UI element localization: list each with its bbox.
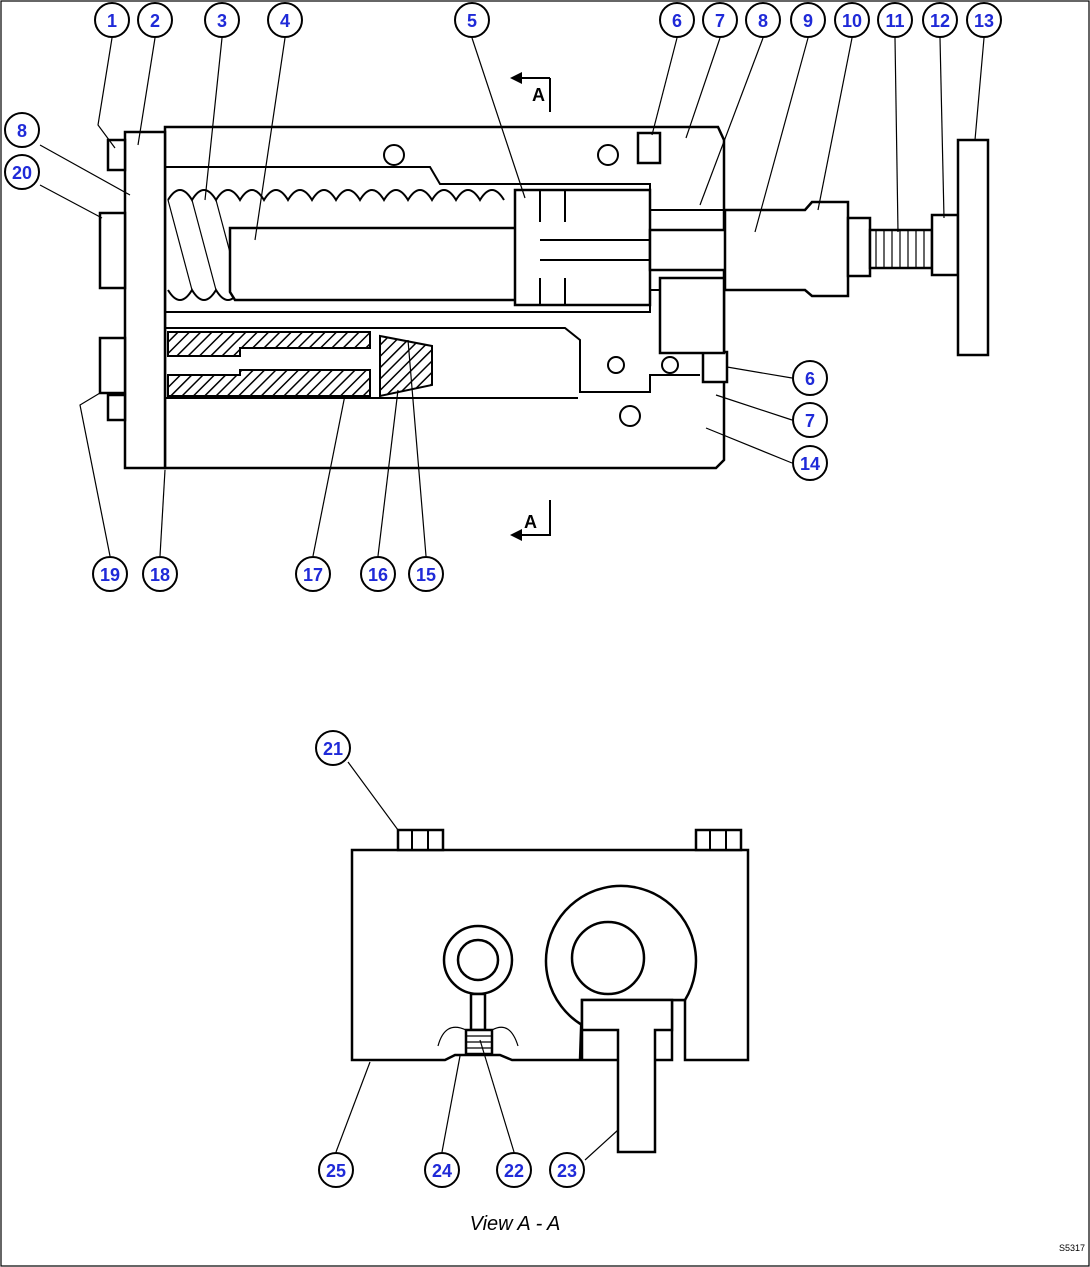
callout-bubble[interactable]: [315, 730, 351, 766]
callout-bubble[interactable]: [92, 556, 128, 592]
callout-bubble[interactable]: [295, 556, 331, 592]
poppet: [379, 334, 433, 398]
callout-7[interactable]: 7: [792, 402, 828, 438]
callout-5[interactable]: 5: [454, 2, 490, 38]
section-arrow-top: A: [510, 72, 551, 112]
threaded-rod: [868, 228, 934, 270]
piston: [513, 188, 652, 307]
drawing-number: S5317: [1059, 1243, 1085, 1253]
callout-8[interactable]: 8: [4, 112, 40, 148]
callout-bubble[interactable]: [94, 2, 130, 38]
callout-19[interactable]: 19: [92, 556, 128, 592]
leader-lines-bottom: [335, 761, 619, 1161]
eye-hole: [456, 938, 500, 982]
callout-17[interactable]: 17: [295, 556, 331, 592]
callout-bubble[interactable]: [834, 2, 870, 38]
callout-bubble[interactable]: [204, 2, 240, 38]
plug-top: [636, 131, 662, 165]
callout-bubble[interactable]: [659, 2, 695, 38]
plate-tab-bottom: [106, 393, 127, 422]
callout-10[interactable]: 10: [834, 2, 870, 38]
callout-13[interactable]: 13: [966, 2, 1002, 38]
callout-bubble[interactable]: [792, 445, 828, 481]
callout-16[interactable]: 16: [360, 556, 396, 592]
callout-25[interactable]: 25: [318, 1152, 354, 1188]
callout-bubble[interactable]: [496, 1152, 532, 1188]
callout-7[interactable]: 7: [702, 2, 738, 38]
callout-11[interactable]: 11: [877, 2, 913, 38]
callout-bubble[interactable]: [790, 2, 826, 38]
callout-bubble[interactable]: [137, 2, 173, 38]
callout-6[interactable]: 6: [659, 2, 695, 38]
callout-bubble[interactable]: [4, 112, 40, 148]
section-label-top: A: [532, 85, 545, 105]
plate-tab-top: [106, 138, 127, 172]
handle: [956, 138, 990, 357]
callout-21[interactable]: 21: [315, 730, 351, 766]
bolt-head: [98, 336, 127, 395]
callout-4[interactable]: 4: [267, 2, 303, 38]
callout-23[interactable]: 23: [549, 1152, 585, 1188]
callout-14[interactable]: 14: [792, 445, 828, 481]
check-chamber: [658, 276, 726, 355]
callout-bubble[interactable]: [922, 2, 958, 38]
lock-nut: [846, 216, 872, 278]
section-view-a-a: [350, 828, 750, 1154]
callout-24[interactable]: 24: [424, 1152, 460, 1188]
callout-8[interactable]: 8: [745, 2, 781, 38]
callout-bubble[interactable]: [549, 1152, 585, 1188]
t-lever: [580, 998, 674, 1154]
callout-bubble[interactable]: [424, 1152, 460, 1188]
spring-guide: [228, 226, 522, 302]
callout-bubble[interactable]: [4, 154, 40, 190]
callout-1[interactable]: 1: [94, 2, 130, 38]
callout-2[interactable]: 2: [137, 2, 173, 38]
bolt-head-left: [396, 828, 445, 852]
callout-bubble[interactable]: [966, 2, 1002, 38]
bolt-head-right: [694, 828, 743, 852]
callout-15[interactable]: 15: [408, 556, 444, 592]
leader-lines-top: [39, 37, 985, 557]
callout-6[interactable]: 6: [792, 360, 828, 396]
section-arrow-bottom: A: [510, 500, 551, 541]
sleeve-upper: [167, 331, 371, 357]
callout-bubble[interactable]: [318, 1152, 354, 1188]
sleeve-lower: [167, 369, 371, 397]
callout-bubble[interactable]: [877, 2, 913, 38]
callout-bubble[interactable]: [360, 556, 396, 592]
callout-bubble[interactable]: [792, 402, 828, 438]
callout-18[interactable]: 18: [142, 556, 178, 592]
callout-bubble[interactable]: [792, 360, 828, 396]
callout-bubble[interactable]: [408, 556, 444, 592]
callout-bubble[interactable]: [702, 2, 738, 38]
adjust-nut: [930, 213, 960, 277]
bonnet: [723, 200, 850, 298]
callout-bubble[interactable]: [142, 556, 178, 592]
callout-bubble[interactable]: [267, 2, 303, 38]
valve-section-view: A A: [98, 72, 990, 541]
callout-22[interactable]: 22: [496, 1152, 532, 1188]
callout-3[interactable]: 3: [204, 2, 240, 38]
callout-12[interactable]: 12: [922, 2, 958, 38]
large-bore-inner: [570, 920, 646, 996]
callout-9[interactable]: 9: [790, 2, 826, 38]
view-caption: View A - A: [470, 1213, 561, 1235]
cap-nut: [98, 211, 127, 290]
callout-bubble[interactable]: [745, 2, 781, 38]
callout-bubble[interactable]: [454, 2, 490, 38]
eye-stem: [469, 992, 487, 1032]
section-label-bottom: A: [524, 512, 537, 532]
plug-side: [701, 350, 729, 384]
callout-20[interactable]: 20: [4, 154, 40, 190]
end-plate: [123, 130, 167, 470]
